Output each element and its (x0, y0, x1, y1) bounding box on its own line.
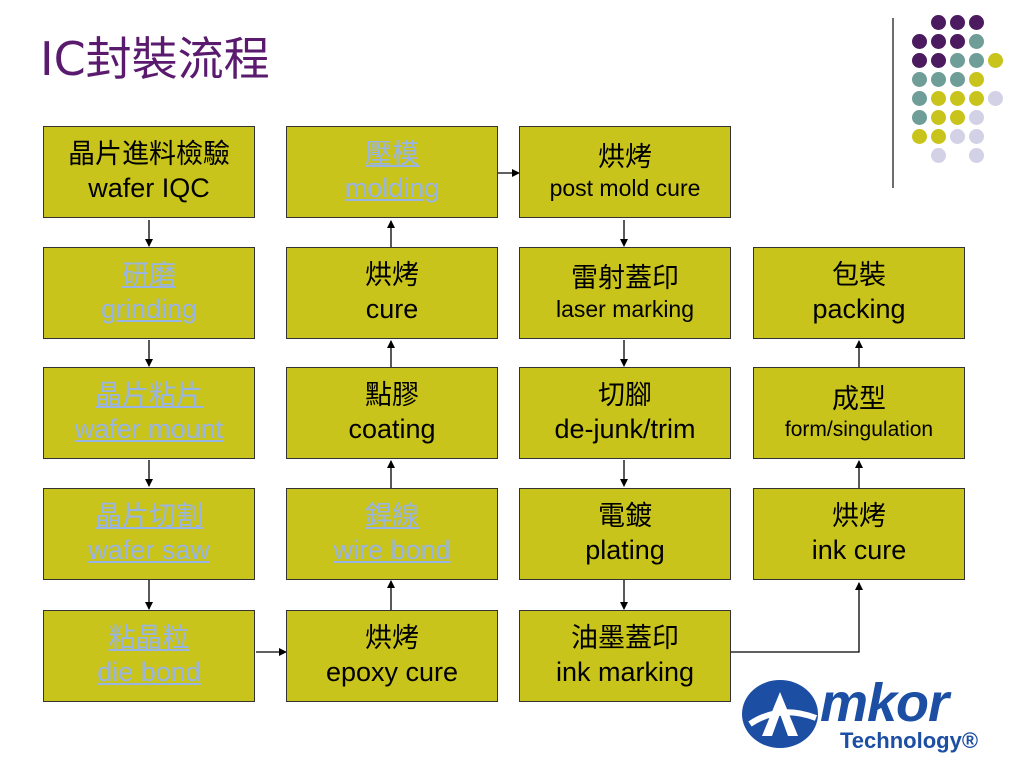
step-label-en[interactable]: wafer saw (88, 535, 210, 565)
step-wafer-saw-link[interactable]: 晶片切割 wafer saw (43, 488, 255, 580)
step-label-en[interactable]: grinding (100, 294, 198, 324)
step-molding-link[interactable]: 壓模 molding (286, 126, 498, 218)
step-label-en[interactable]: die bond (97, 657, 201, 687)
step-label-en: packing (812, 294, 906, 324)
step-label-zh[interactable]: 晶片粘片 (95, 380, 203, 412)
step-label-en: post mold cure (549, 175, 701, 202)
step-label-zh: 電鍍 (598, 501, 652, 533)
step-label-zh: 烘烤 (365, 260, 419, 292)
step-label-en[interactable]: wire bond (333, 535, 451, 565)
step-label-en: cure (365, 294, 419, 324)
step-post-mold-cure: 烘烤 post mold cure (519, 126, 731, 218)
decorative-dot (988, 53, 1003, 68)
arrow-inkmarking-to-inkcure (731, 582, 863, 653)
decorative-dot (950, 129, 965, 144)
step-label-en: form/singulation (784, 417, 934, 441)
decorative-dot (969, 91, 984, 106)
decorative-dot (950, 72, 965, 87)
decorative-divider (892, 18, 894, 188)
step-label-zh: 切腳 (598, 380, 652, 412)
step-wafer-iqc: 晶片進料檢驗 wafer IQC (43, 126, 255, 218)
step-ink-cure: 烘烤 ink cure (753, 488, 965, 580)
logo-subtitle: Technology® (840, 728, 979, 753)
decorative-dot (931, 72, 946, 87)
page-title: IC封裝流程 (40, 32, 270, 86)
decorative-dot (969, 53, 984, 68)
step-label-zh[interactable]: 晶片切割 (95, 501, 203, 533)
step-label-zh: 烘烤 (598, 141, 652, 173)
decorative-dot (931, 110, 946, 125)
decorative-dot (912, 129, 927, 144)
step-label-en[interactable]: molding (344, 173, 440, 203)
step-label-en: ink marking (555, 657, 695, 687)
step-wafer-mount-link[interactable]: 晶片粘片 wafer mount (43, 367, 255, 459)
step-label-zh: 油墨蓋印 (571, 623, 679, 655)
decorative-dot (988, 91, 1003, 106)
decorative-dot (969, 110, 984, 125)
decorative-dot (912, 53, 927, 68)
step-label-zh: 烘烤 (365, 623, 419, 655)
step-label-en: de-junk/trim (554, 414, 696, 444)
step-label-en: laser marking (555, 296, 695, 323)
decorative-dot (950, 15, 965, 30)
decorative-dot (969, 15, 984, 30)
decorative-dot (969, 148, 984, 163)
step-plating: 電鍍 plating (519, 488, 731, 580)
step-ink-marking: 油墨蓋印 ink marking (519, 610, 731, 702)
step-wire-bond-link[interactable]: 銲線 wire bond (286, 488, 498, 580)
decorative-dot (950, 53, 965, 68)
step-label-en[interactable]: wafer mount (74, 414, 224, 444)
logo-wordmark: mkor (820, 673, 949, 733)
decorative-dot (931, 91, 946, 106)
step-label-en: ink cure (811, 535, 907, 565)
decorative-dot (912, 91, 927, 106)
step-label-en: coating (348, 414, 436, 444)
step-label-zh[interactable]: 壓模 (365, 139, 419, 171)
step-label-zh[interactable]: 粘晶粒 (108, 623, 190, 655)
step-grinding-link[interactable]: 研磨 grinding (43, 247, 255, 339)
amkor-logo: mkor Technology® (740, 672, 1010, 762)
decorative-dot (931, 148, 946, 163)
decorative-dot (912, 72, 927, 87)
decorative-dot (931, 34, 946, 49)
step-label-en: epoxy cure (325, 657, 459, 687)
step-die-bond-link[interactable]: 粘晶粒 die bond (43, 610, 255, 702)
step-cure: 烘烤 cure (286, 247, 498, 339)
step-label-zh: 晶片進料檢驗 (68, 139, 230, 171)
logo-a-emblem-icon (742, 680, 818, 748)
decorative-dot (969, 72, 984, 87)
step-packing: 包裝 packing (753, 247, 965, 339)
decorative-dot (912, 34, 927, 49)
step-label-en: plating (585, 535, 665, 565)
step-label-zh: 成型 (832, 383, 886, 415)
decorative-dot (950, 34, 965, 49)
step-form-singulation: 成型 form/singulation (753, 367, 965, 459)
step-laser-marking: 雷射蓋印 laser marking (519, 247, 731, 339)
step-label-zh: 點膠 (365, 380, 419, 412)
step-epoxy-cure: 烘烤 epoxy cure (286, 610, 498, 702)
step-label-zh[interactable]: 銲線 (365, 501, 419, 533)
decorative-dot (931, 129, 946, 144)
step-label-zh[interactable]: 研磨 (122, 260, 176, 292)
decorative-dot (950, 110, 965, 125)
step-dejunk-trim: 切腳 de-junk/trim (519, 367, 731, 459)
decorative-dot (969, 34, 984, 49)
decorative-dot (912, 110, 927, 125)
decorative-dot (931, 15, 946, 30)
decorative-dot (950, 91, 965, 106)
step-label-zh: 包裝 (832, 260, 886, 292)
step-label-zh: 烘烤 (832, 501, 886, 533)
decorative-dot (931, 53, 946, 68)
decorative-dot (969, 129, 984, 144)
step-label-en: wafer IQC (88, 173, 210, 203)
step-label-zh: 雷射蓋印 (571, 262, 679, 294)
step-coating: 點膠 coating (286, 367, 498, 459)
